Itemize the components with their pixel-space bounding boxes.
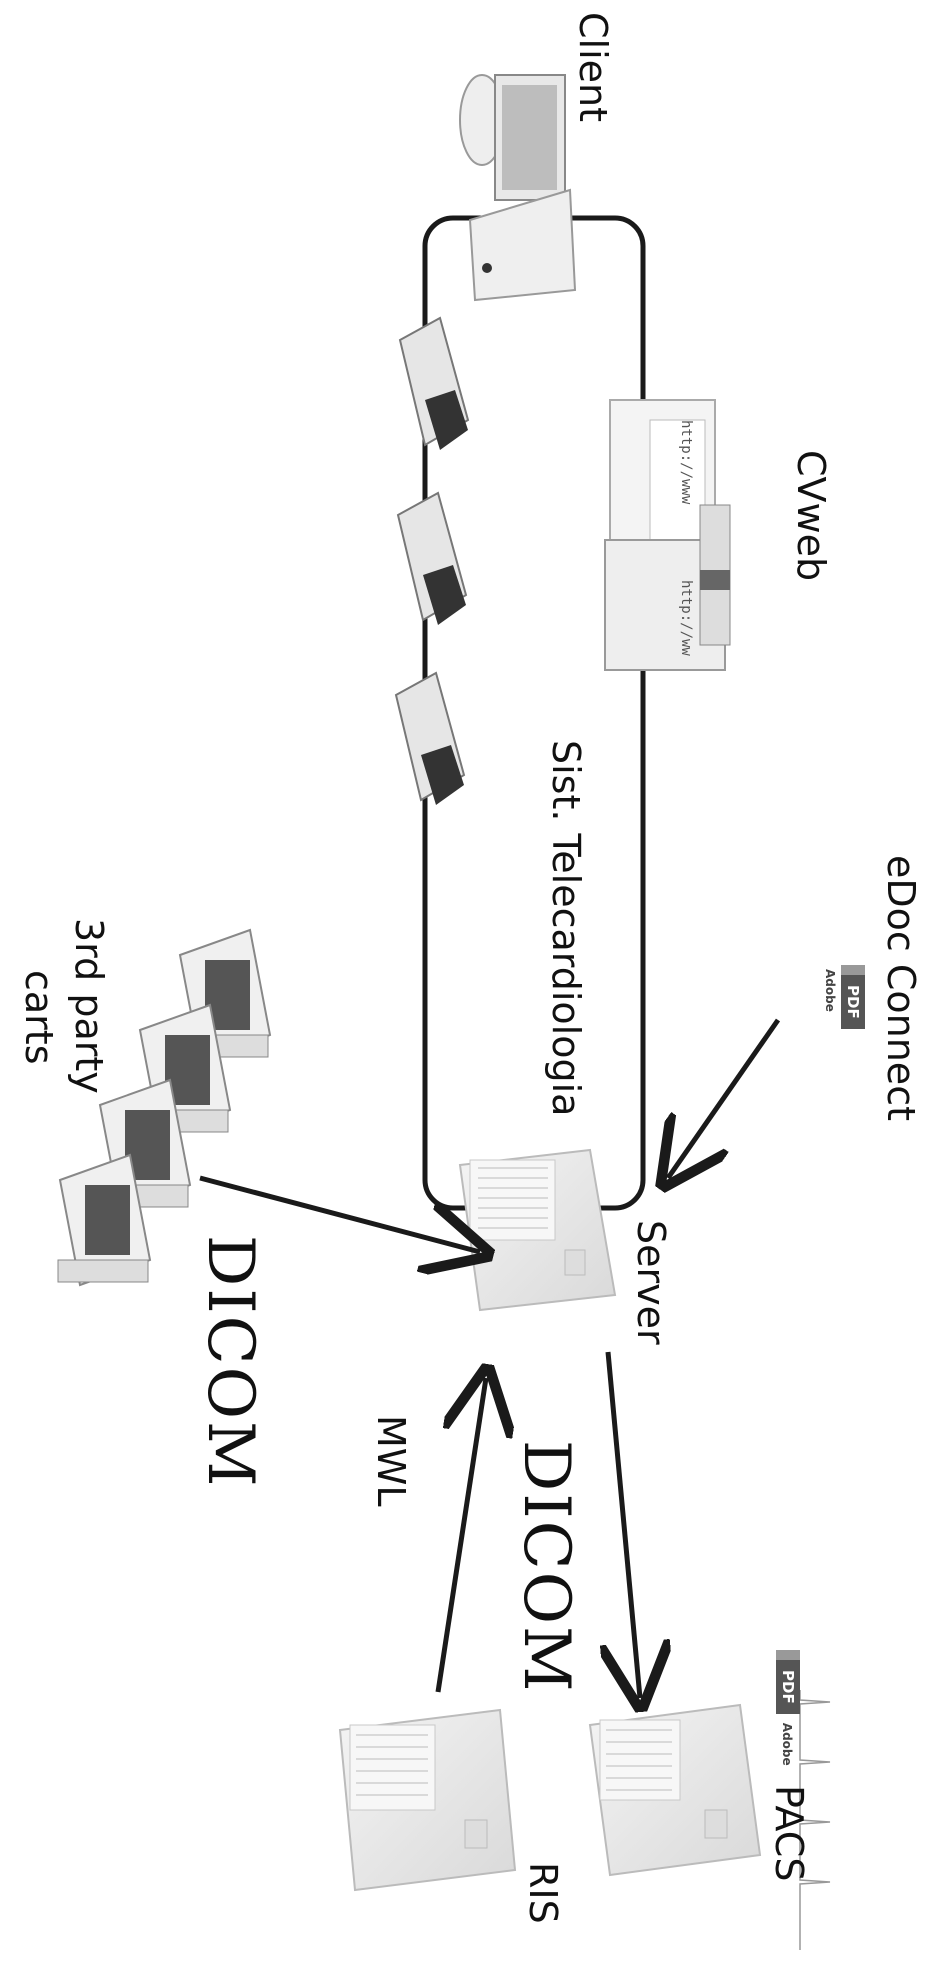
label-edoc-connect: eDoc Connect bbox=[882, 855, 920, 1121]
arrow-ris-to-server bbox=[438, 1378, 486, 1692]
network-device-icon-1 bbox=[400, 318, 468, 450]
dicom-logo-2: DICOM bbox=[514, 1440, 578, 1694]
adobe-label: Adobe bbox=[823, 969, 837, 1012]
label-third-party-line1: 3rd party bbox=[70, 918, 108, 1094]
browser-url-1: http://www bbox=[678, 420, 694, 505]
label-third-party-line2: carts bbox=[20, 970, 58, 1065]
label-cvweb: CVweb bbox=[792, 450, 830, 581]
pdf-icon: PDF bbox=[841, 965, 865, 1029]
ris-server-icon bbox=[340, 1710, 515, 1890]
pacs-server-icon bbox=[590, 1705, 760, 1875]
pdf-adobe-badge-2: PDF Adobe bbox=[776, 1650, 800, 1766]
arrow-edoc-to-server bbox=[668, 1020, 778, 1178]
network-device-icon-2 bbox=[398, 493, 466, 625]
server-icon bbox=[460, 1150, 615, 1310]
label-client: Client bbox=[574, 12, 612, 122]
client-computer-icon bbox=[460, 75, 575, 300]
browser-window-icon: http://www http://ww bbox=[605, 400, 730, 670]
browser-url-2: http://ww bbox=[678, 580, 694, 656]
label-server: Server bbox=[632, 1220, 670, 1345]
label-mwl: MWL bbox=[372, 1415, 410, 1507]
network-device-icon-3 bbox=[396, 673, 464, 805]
network-loop bbox=[425, 218, 643, 1208]
arrow-server-to-pacs bbox=[608, 1352, 640, 1698]
adobe-label: Adobe bbox=[780, 1723, 794, 1766]
pdf-icon: PDF bbox=[776, 1650, 800, 1714]
pdf-adobe-badge-1: PDF Adobe bbox=[822, 965, 865, 1029]
label-sist-telecardiologia: Sist. Telecardiologia bbox=[547, 740, 585, 1116]
label-pacs: PACS bbox=[770, 1785, 808, 1881]
label-ris: RIS bbox=[524, 1862, 562, 1924]
dicom-logo-1: DICOM bbox=[198, 1235, 262, 1489]
